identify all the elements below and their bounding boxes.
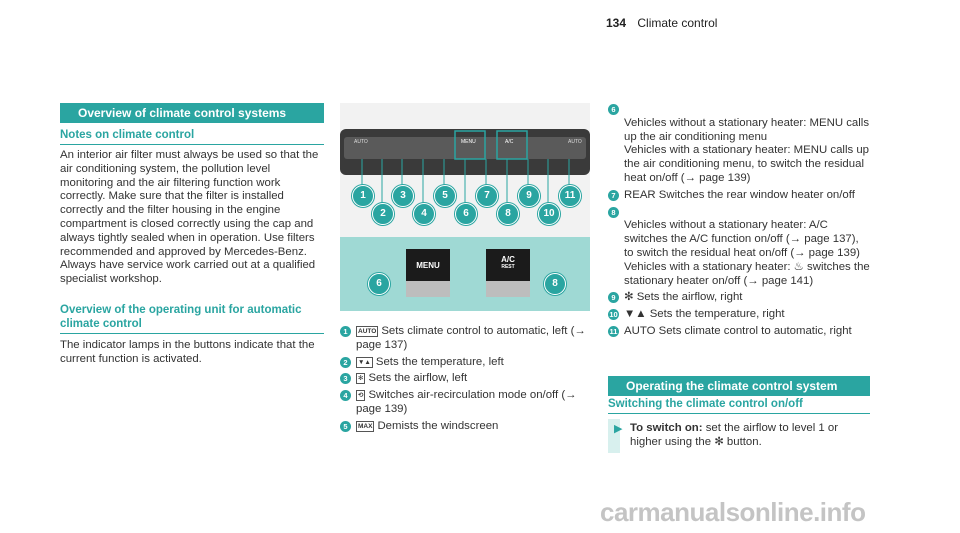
legend-num-4: 4 bbox=[340, 390, 351, 402]
temperature-icon: ▼▲ bbox=[356, 356, 373, 368]
legend-num-7: 7 bbox=[608, 189, 619, 201]
climate-panel-figure: AUTO MENU A/C AUTO 1 2 3 4 5 6 7 8 9 10 … bbox=[340, 103, 590, 311]
overview-title: Overview of climate control systems bbox=[78, 106, 287, 120]
operating-title: Overview of the operating unit for autom… bbox=[60, 303, 324, 334]
callout-5: 5 bbox=[434, 185, 456, 207]
legend-text-2: Sets the temperature, left bbox=[375, 355, 504, 368]
airflow-icon: ✻ bbox=[356, 373, 366, 385]
menu-button-closeup: MENU bbox=[406, 249, 450, 297]
legend-item-10: 10 ▼▲ Sets the temperature, right bbox=[608, 308, 870, 322]
menu-button-label: MENU bbox=[416, 261, 440, 270]
ac-button-closeup: A/C REST bbox=[486, 249, 530, 297]
legend-item-7: 7 REAR Switches the rear window heater on… bbox=[608, 189, 870, 203]
auto-icon: AUTO bbox=[356, 326, 379, 337]
ac-button-base bbox=[486, 281, 530, 297]
legend-text-4: Switches air-recirculation mode on/off (… bbox=[356, 389, 577, 415]
notes-text: An interior air filter must always be us… bbox=[60, 149, 319, 286]
ac-button-label: A/C bbox=[501, 255, 515, 264]
step-detail: set the airflow to level 1 or higher usi… bbox=[630, 422, 839, 448]
callout-6-bottom: 6 bbox=[368, 273, 390, 295]
callout-7: 7 bbox=[476, 185, 498, 207]
operating-text: The indicator lamps in the buttons indic… bbox=[60, 339, 315, 365]
legend-text-7: REAR Switches the rear window heater on/… bbox=[624, 188, 855, 201]
legend-num-5: 5 bbox=[340, 420, 351, 432]
step-lead: To switch on: bbox=[630, 422, 703, 434]
legend-num-2: 2 bbox=[340, 356, 351, 368]
callout-10: 10 bbox=[538, 203, 560, 225]
ac-button-sub: REST bbox=[501, 264, 515, 270]
control-panel-drawing bbox=[340, 129, 590, 203]
legend-item-9: 9 ✻ Sets the airflow, right bbox=[608, 291, 870, 305]
operating-system-title-bar: Operating the climate control system bbox=[608, 376, 870, 396]
notes-title: Notes on climate control bbox=[60, 128, 324, 145]
section-name: Climate control bbox=[637, 16, 718, 30]
legend-text-6: Vehicles without a stationary heater: ME… bbox=[624, 116, 870, 184]
watermark: carmanualsonline.info bbox=[600, 497, 866, 527]
page-header: 134 Climate control bbox=[606, 16, 717, 30]
figure-top-panel: AUTO MENU A/C AUTO 1 2 3 4 5 6 7 8 9 10 … bbox=[340, 103, 590, 237]
legend-item-4: 4 ⟲Switches air-recirculation mode on/of… bbox=[340, 389, 596, 417]
legend-num-1: 1 bbox=[340, 326, 351, 337]
callout-8-bottom: 8 bbox=[544, 273, 566, 295]
callout-6: 6 bbox=[455, 203, 477, 225]
page-number: 134 bbox=[606, 16, 627, 30]
legend-num-3: 3 bbox=[340, 373, 351, 385]
demist-icon: MAX bbox=[356, 420, 375, 432]
legend-text-5: Demists the windscreen bbox=[377, 419, 499, 432]
panel-label-auto-left: AUTO bbox=[354, 139, 368, 145]
step-arrow-icon: ▶ bbox=[614, 423, 623, 435]
legend-num-9: 9 bbox=[608, 292, 619, 304]
legend-num-10: 10 bbox=[608, 309, 619, 321]
recirculation-icon: ⟲ bbox=[356, 390, 366, 402]
callout-1: 1 bbox=[352, 185, 374, 207]
menu-button-base bbox=[406, 281, 450, 297]
panel-label-ac: A/C bbox=[505, 139, 514, 145]
legend-text-3: Sets the airflow, left bbox=[368, 372, 468, 385]
legend-text-1: Sets climate control to automatic, left … bbox=[356, 325, 586, 351]
callout-11: 11 bbox=[559, 185, 581, 207]
legend-text-11: AUTO Sets climate control to automatic, … bbox=[624, 324, 852, 337]
legend-text-8: Vehicles without a stationary heater: A/… bbox=[624, 219, 870, 287]
legend-num-8: 8 bbox=[608, 206, 619, 218]
callout-9: 9 bbox=[518, 185, 540, 207]
callout-2: 2 bbox=[372, 203, 394, 225]
panel-label-auto-right: AUTO bbox=[568, 139, 582, 145]
legend-text-9: ✻ Sets the airflow, right bbox=[624, 291, 743, 304]
operating-system-title: Operating the climate control system bbox=[626, 379, 838, 393]
panel-label-menu: MENU bbox=[461, 139, 476, 145]
legend-num-11: 11 bbox=[608, 325, 619, 337]
switching-title: Switching the climate control on/off bbox=[608, 397, 870, 414]
callout-4: 4 bbox=[413, 203, 435, 225]
legend-text-10: ▼▲ Sets the temperature, right bbox=[624, 308, 785, 321]
legend-item-3: 3 ✻Sets the airflow, left bbox=[340, 372, 596, 386]
step-text: To switch on: set the airflow to level 1… bbox=[630, 422, 866, 450]
legend-item-11: 11 AUTO Sets climate control to automatic… bbox=[608, 325, 870, 339]
legend-num-6: 6 bbox=[608, 104, 619, 115]
callout-8: 8 bbox=[497, 203, 519, 225]
callout-3: 3 bbox=[392, 185, 414, 207]
step-marker bbox=[608, 419, 620, 453]
legend-item-2: 2 ▼▲Sets the temperature, left bbox=[340, 356, 596, 370]
figure-bottom-panel: MENU A/C REST 6 8 bbox=[340, 237, 590, 311]
overview-title-bar: Overview of climate control systems bbox=[60, 103, 324, 123]
